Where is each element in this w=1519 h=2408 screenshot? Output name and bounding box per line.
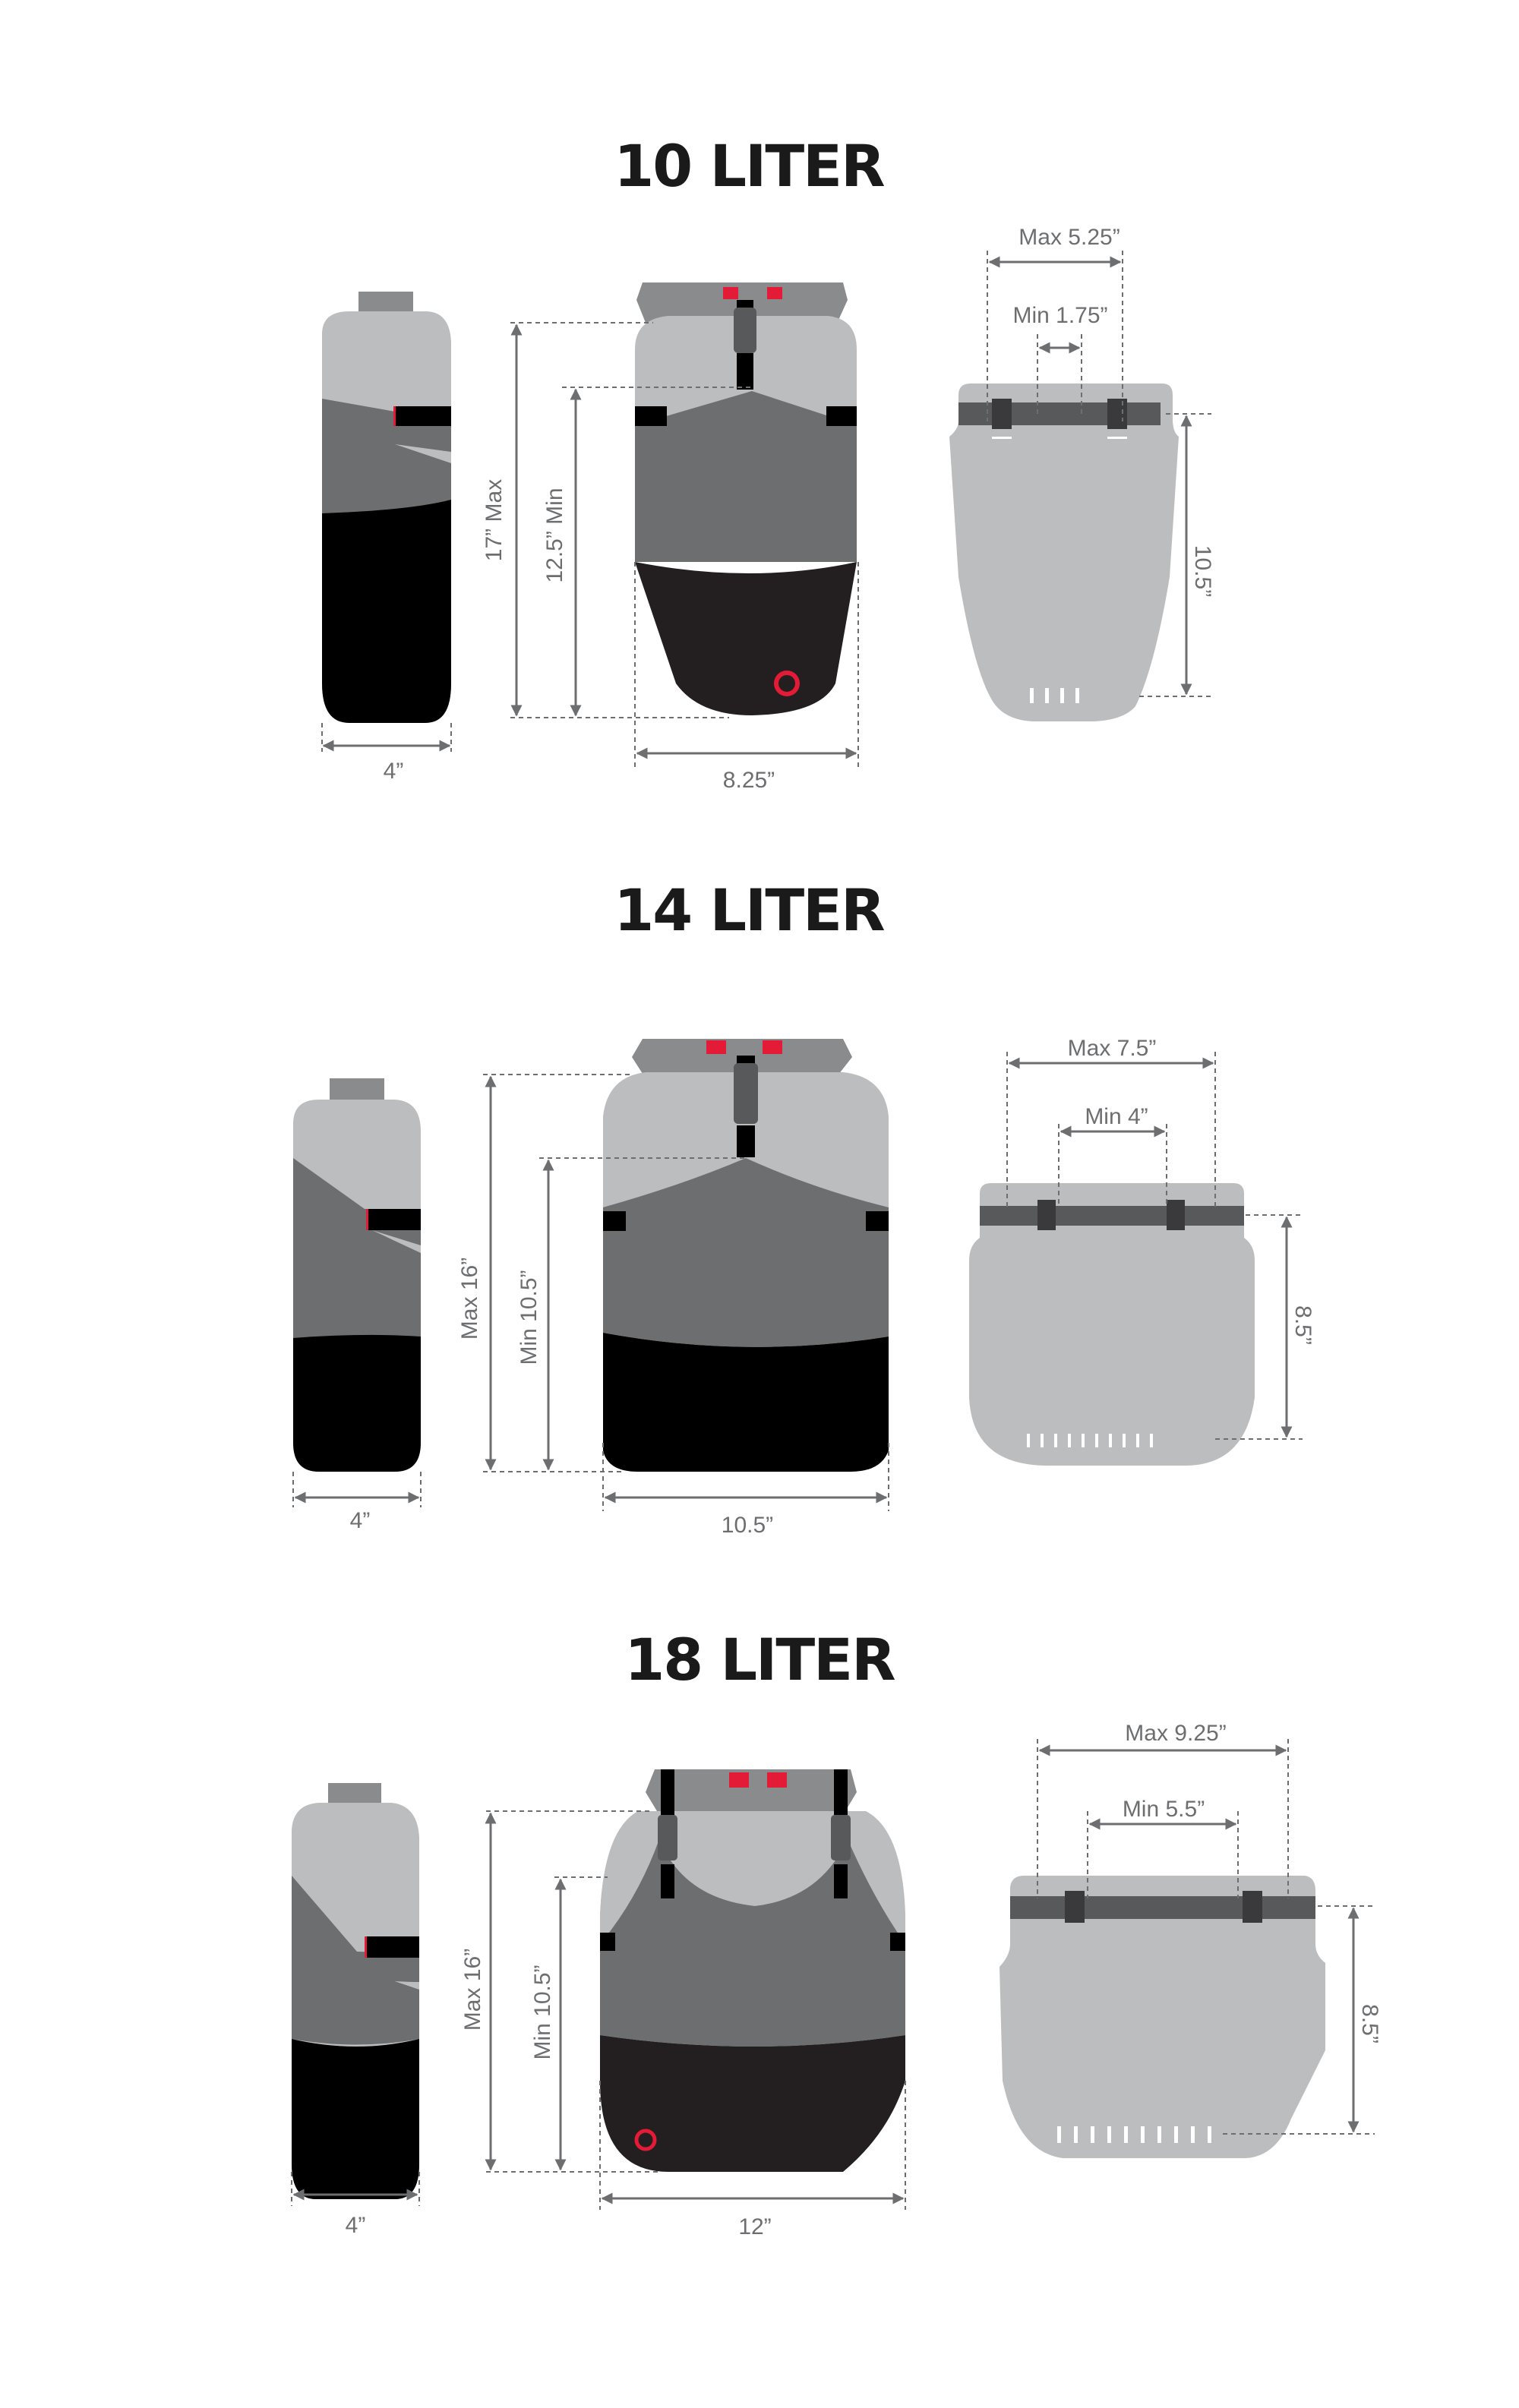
logo-icon [774,671,800,696]
side-view [292,1783,419,2199]
back-view [969,1183,1255,1466]
front-view [600,1769,905,2172]
back-max-width-label: Max 9.25” [1125,1721,1226,1746]
back-height-label: 8.5” [1357,2004,1382,2043]
front-width-label: 10.5” [722,1513,773,1538]
section-18-liter: 18 LITER 4” Max 16” Min 10.5” [291,1626,1382,2239]
front-width-label: 12” [738,2214,771,2239]
back-max-width-label: Max 7.5” [1068,1036,1157,1061]
back-view [1000,1876,1325,2158]
front-view [603,1039,889,1472]
side-view [293,1078,421,1472]
front-view [635,282,857,715]
back-height-label: 10.5” [1190,545,1215,597]
side-width-label: 4” [384,759,404,784]
section-14-liter: 14 LITER 4” Max 16” Min 10.5” 10.5” [292,876,1315,1538]
section-10-liter: 10 LITER 4” 17” Max 12.5” Min [321,132,1215,793]
front-min-height-label: Min 10.5” [516,1270,542,1365]
back-view [949,383,1179,721]
section-title: 10 LITER [614,132,884,200]
back-min-width-label: Min 4” [1085,1104,1148,1129]
front-width-label: 8.25” [723,768,775,793]
side-width-label: 4” [350,1508,371,1533]
back-height-label: 8.5” [1290,1305,1315,1345]
front-max-height-label: Max 16” [460,1949,485,2031]
front-min-height-label: Min 10.5” [530,1965,555,2059]
back-max-width-label: Max 5.25” [1018,225,1120,250]
logo-icon [634,2129,657,2151]
front-min-height-label: 12.5” Min [542,488,567,582]
front-max-height-label: 17” Max [482,479,507,561]
side-view [322,292,451,723]
section-title: 18 LITER [624,1626,895,1693]
back-min-width-label: Min 5.5” [1123,1797,1205,1822]
side-width-label: 4” [346,2213,366,2238]
back-min-width-label: Min 1.75” [1012,303,1107,328]
front-max-height-label: Max 16” [457,1258,482,1340]
section-title: 14 LITER [614,876,884,944]
